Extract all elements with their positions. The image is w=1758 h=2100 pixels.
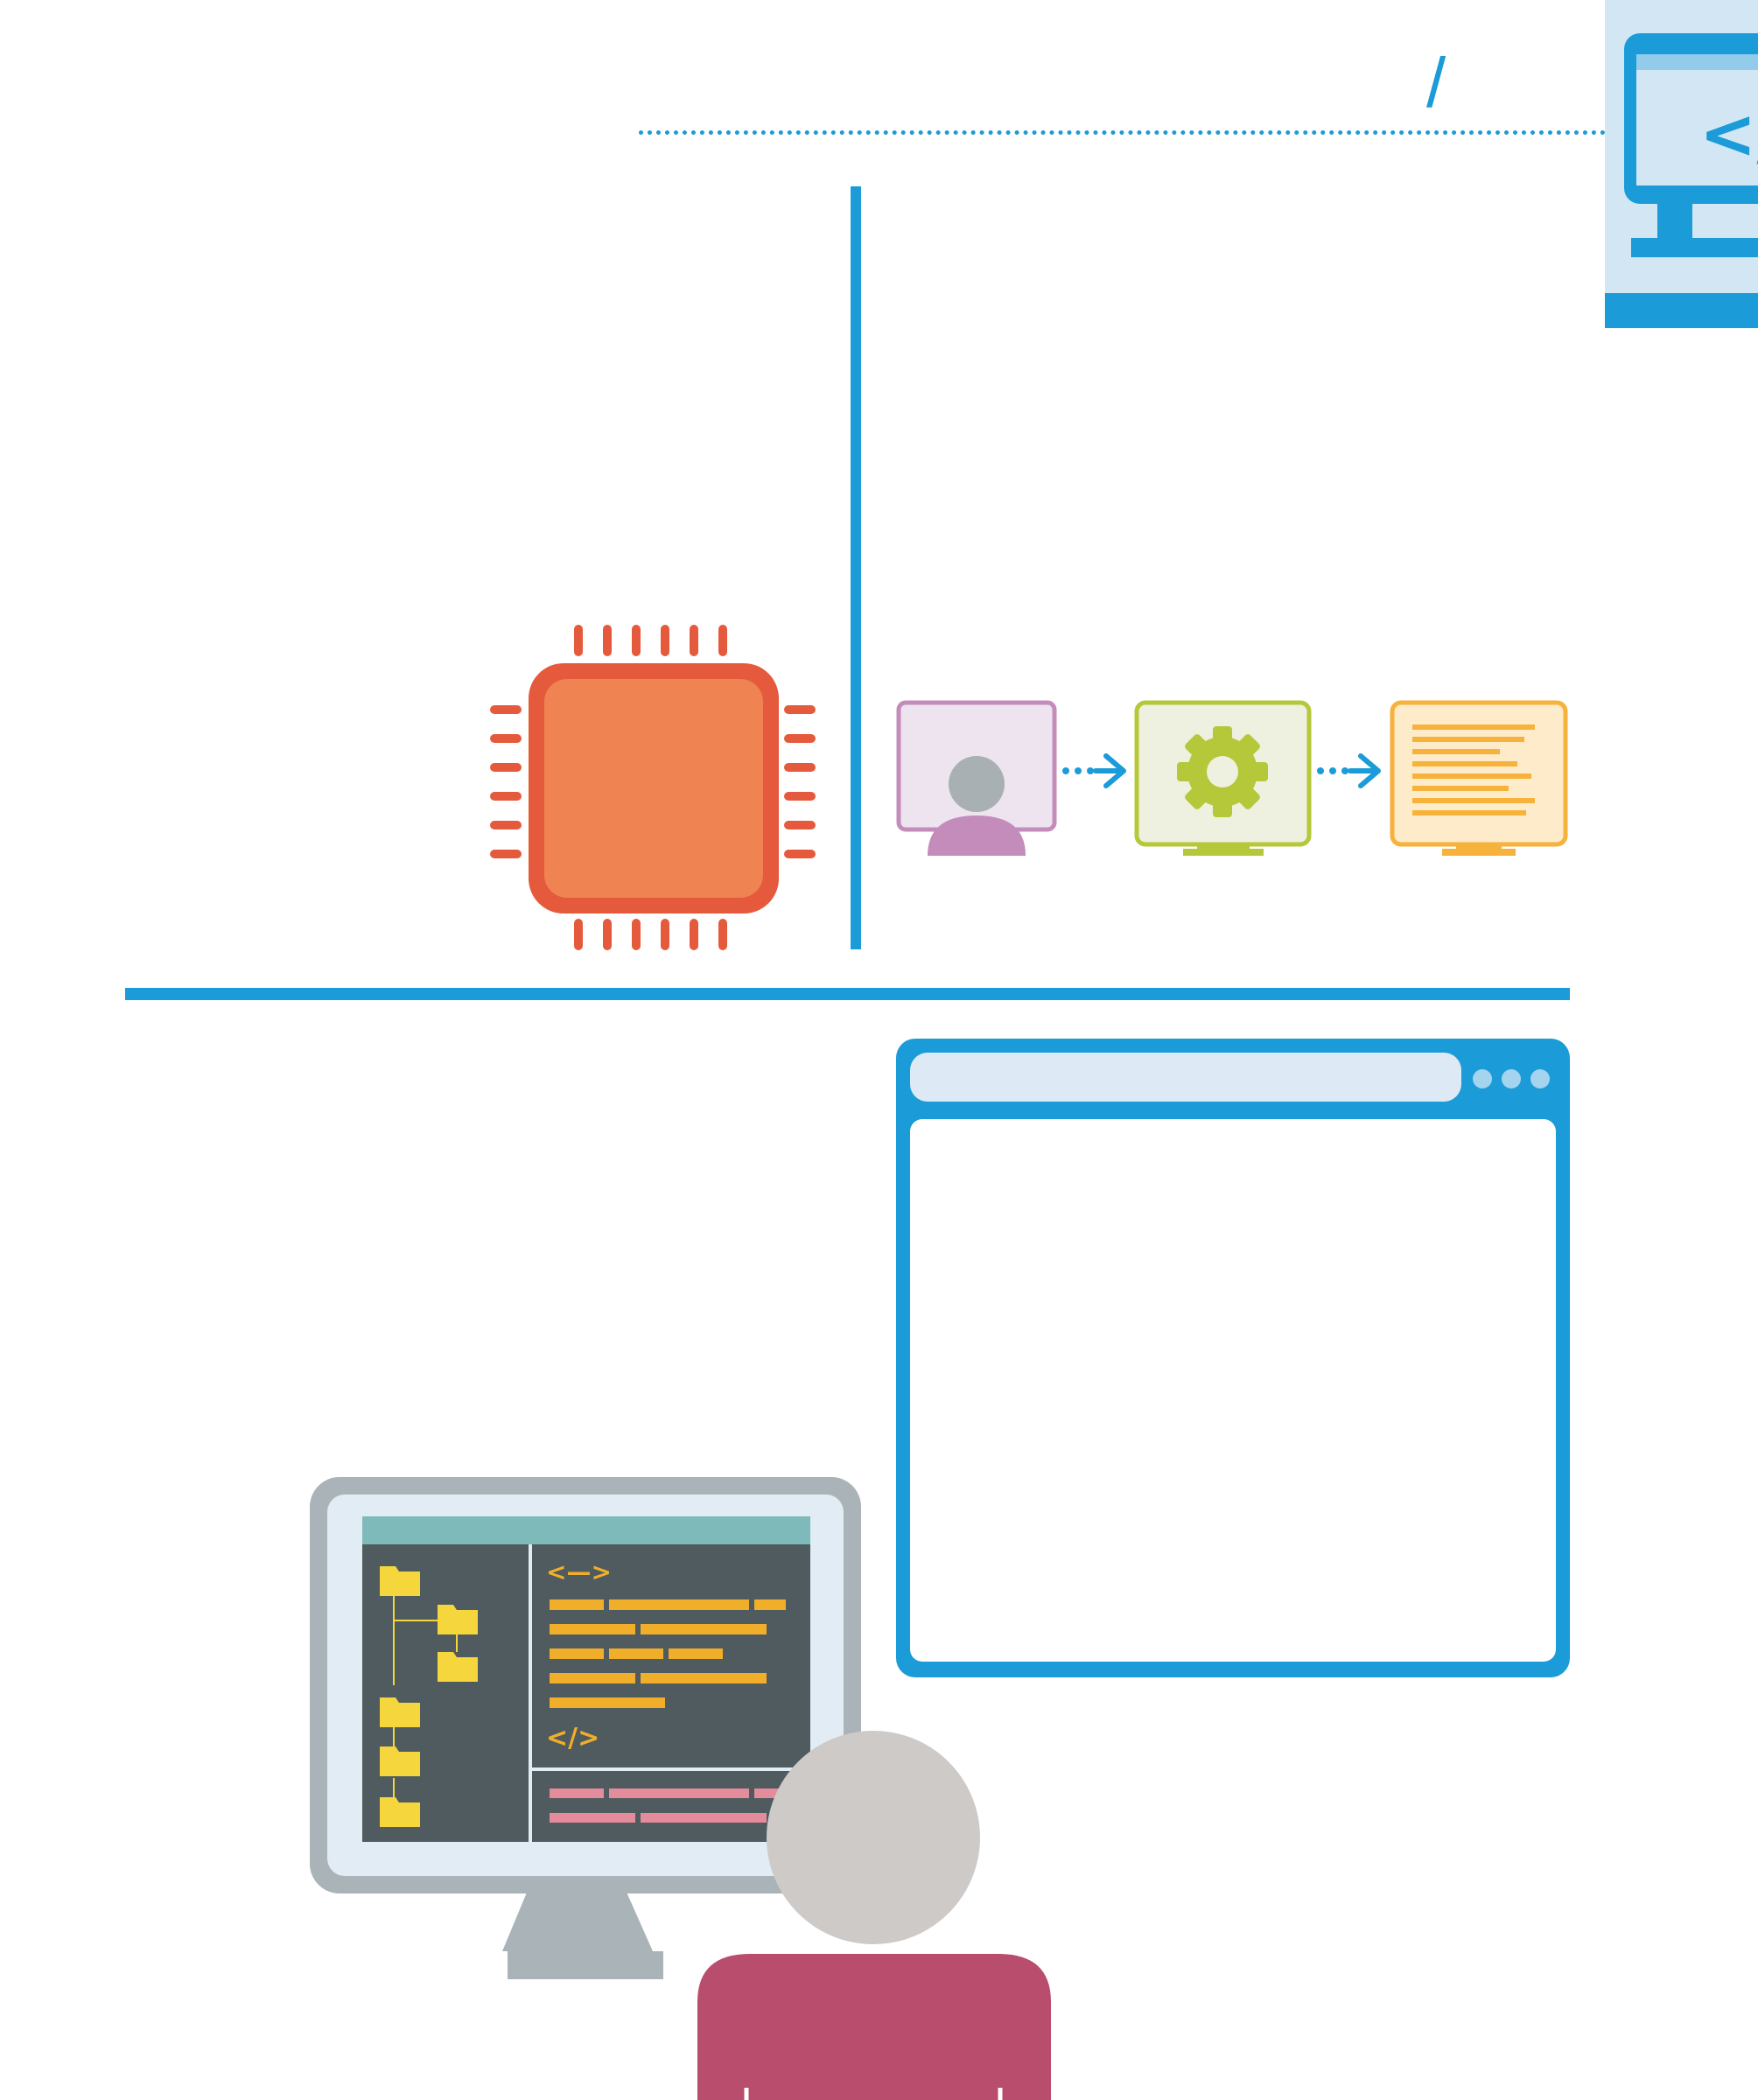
horizontal-divider xyxy=(125,988,1570,1000)
corner-code-glyph: </> xyxy=(1699,95,1758,174)
vertical-divider xyxy=(851,186,861,949)
header-slash: / xyxy=(1426,44,1446,122)
developer-workstation-icon: <—> </> xyxy=(310,1477,861,1979)
code-close-glyph: </> xyxy=(546,1723,599,1754)
header-dotted-rule xyxy=(639,130,1606,135)
gear-monitor-icon xyxy=(1134,700,1312,856)
cpu-chip-icon xyxy=(490,625,816,950)
document-monitor-icon xyxy=(1390,700,1568,856)
arrow-icon xyxy=(1317,753,1381,788)
arrow-icon xyxy=(1062,753,1126,788)
code-open-glyph: <—> xyxy=(546,1558,612,1586)
person-icon xyxy=(697,1731,1051,2100)
code-monitor-icon: </> xyxy=(1605,0,1758,328)
browser-window-icon xyxy=(896,1039,1570,1677)
user-monitor-icon xyxy=(896,700,1057,856)
